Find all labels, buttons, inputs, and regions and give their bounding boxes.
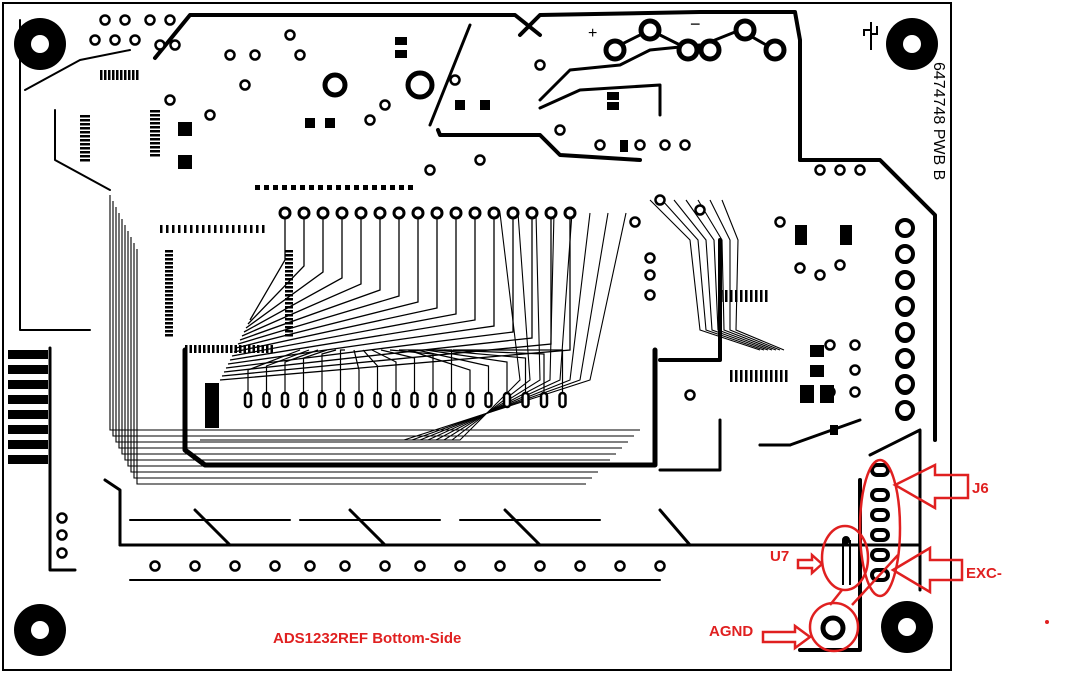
agnd-highlight-circle xyxy=(808,601,860,653)
cactus-logo xyxy=(863,22,878,50)
u7-component xyxy=(842,536,851,585)
exc-minus-label: EXC- xyxy=(966,565,1002,582)
j6-connector xyxy=(870,463,890,582)
annotation-overlay xyxy=(761,458,970,653)
part-number: 6474748 PWB B xyxy=(930,62,947,180)
connector-plus-label: + xyxy=(588,25,597,42)
terminal-block-top xyxy=(322,18,787,100)
right-connector-pads xyxy=(895,218,915,420)
j6-arrow xyxy=(892,462,970,511)
left-edge-connector xyxy=(8,350,48,464)
connector-minus-label: − xyxy=(690,14,701,34)
u7-label: U7 xyxy=(770,548,789,565)
agnd-label: AGND xyxy=(709,623,753,640)
u7-arrow xyxy=(796,552,824,576)
red-dot-marker xyxy=(1045,620,1049,624)
u7-highlight-ellipse xyxy=(820,524,870,592)
signal-bus xyxy=(109,195,785,485)
j6-highlight-ellipse xyxy=(858,458,902,598)
j6-label: J6 xyxy=(972,480,989,497)
mounting-holes xyxy=(14,18,938,656)
board-outline xyxy=(2,2,952,671)
exc-arrow xyxy=(890,545,964,595)
agnd-test-point xyxy=(820,615,846,641)
board-caption: ADS1232REF Bottom-Side xyxy=(273,630,461,647)
agnd-arrow xyxy=(761,623,813,651)
component-pads xyxy=(56,14,914,572)
copper-traces xyxy=(19,10,937,652)
